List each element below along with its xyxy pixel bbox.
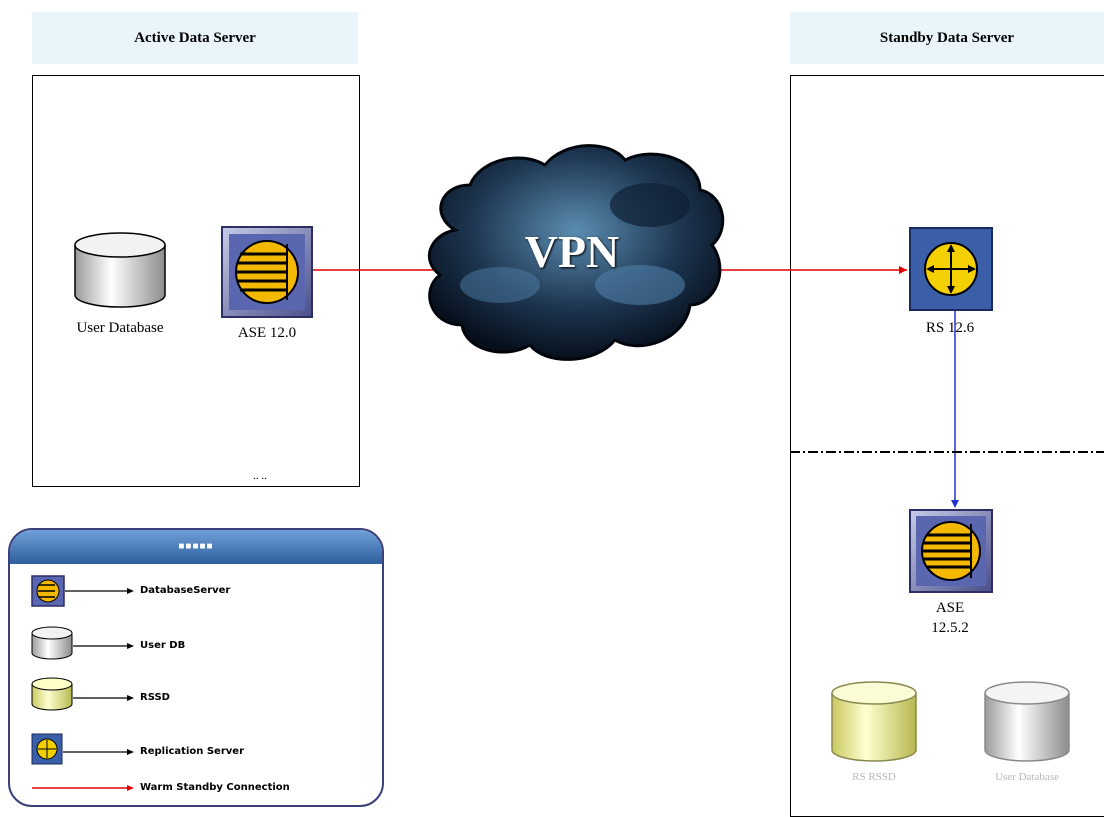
legend-label-rssd: RSSD <box>140 692 170 703</box>
standby-user-database-icon <box>984 681 1070 762</box>
vpn-label: VPN <box>524 226 620 277</box>
legend-label-replication-server: Replication Server <box>140 746 244 757</box>
legend-user-db-icon <box>31 626 73 660</box>
legend-icons <box>31 575 134 791</box>
legend-title: ■■■■■ <box>10 530 382 564</box>
vpn-cloud <box>427 144 725 361</box>
arrowhead-ase <box>951 500 959 508</box>
ase-server-icon-standby <box>909 509 993 593</box>
legend-rssd-icon <box>31 677 73 711</box>
standby-ase-label-2: 12.5.2 <box>931 620 969 636</box>
legend-box: ■■■■■ DatabaseServer User DB <box>8 528 384 807</box>
ase-server-icon-active <box>221 226 313 318</box>
active-db-label: User Database <box>76 320 164 336</box>
standby-ase-label-1: ASE <box>935 600 965 616</box>
active-ase-label: ASE 12.0 <box>237 325 297 341</box>
legend-label-user-db: User DB <box>140 640 186 651</box>
legend-replication-server-icon <box>31 733 63 765</box>
user-database-icon <box>74 232 166 308</box>
arrowhead-rs <box>899 266 907 274</box>
active-dots: .. .. <box>253 470 267 482</box>
rssd-label: RS RSSD <box>852 771 896 783</box>
replication-server-icon <box>909 227 993 311</box>
legend-label-database-server: DatabaseServer <box>140 585 231 596</box>
legend-database-server-icon <box>31 575 65 607</box>
rs-label: RS 12.6 <box>925 320 975 336</box>
rssd-icon <box>831 681 917 762</box>
legend-label-warm-standby: Warm Standby Connection <box>140 782 290 793</box>
active-server-header: Active Data Server <box>32 12 358 64</box>
standby-db-label: User Database <box>995 771 1059 783</box>
standby-server-header: Standby Data Server <box>790 12 1104 64</box>
